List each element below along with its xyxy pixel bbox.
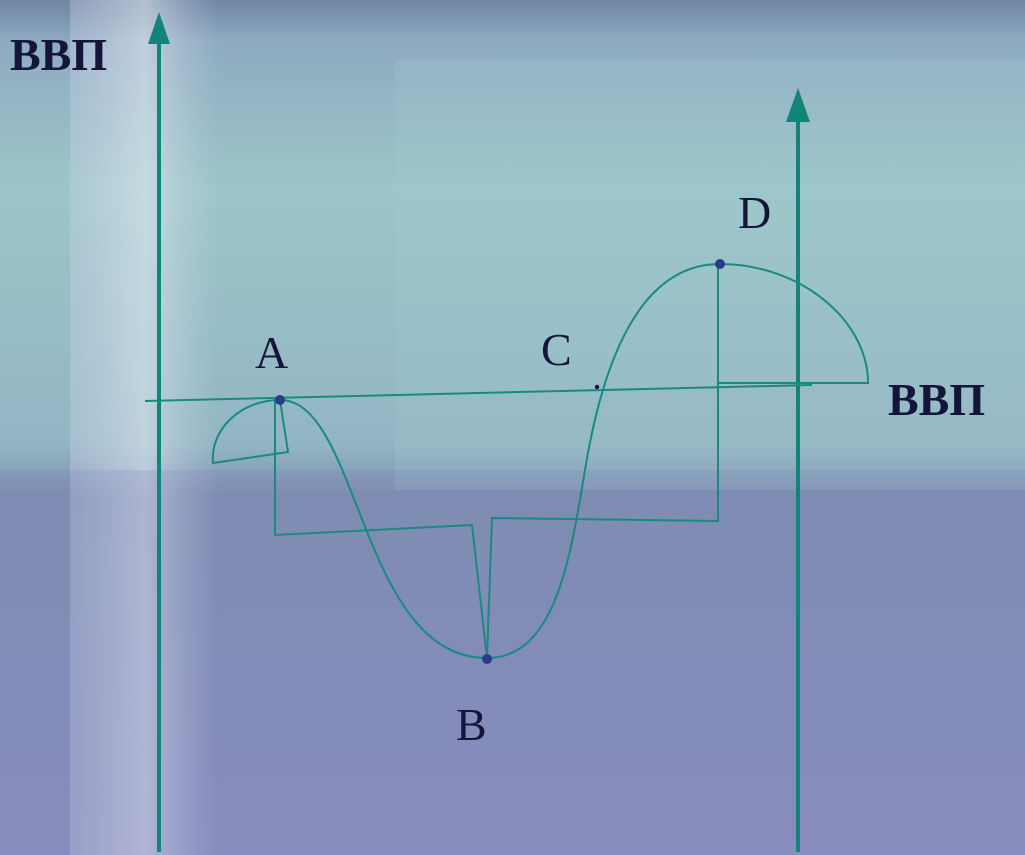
right-arc — [717, 263, 870, 384]
point-d-label: D — [738, 187, 771, 238]
point-a-label: A — [255, 327, 288, 378]
arrowhead-icon — [786, 88, 810, 122]
point-c-label: C — [541, 324, 572, 375]
point-c-marker — [594, 384, 600, 390]
phase-polyline — [274, 383, 719, 659]
cycle-curve — [279, 263, 721, 660]
point-b-marker — [482, 654, 492, 664]
point-d-marker — [715, 259, 725, 269]
y-axis-right — [786, 88, 810, 852]
arrowhead-icon — [148, 12, 170, 44]
y-axis-left — [148, 12, 170, 852]
x-axis-label: ВВП — [888, 374, 985, 425]
trend-line — [144, 384, 813, 402]
point-b-label: B — [456, 699, 487, 750]
y-axis-label: ВВП — [10, 29, 107, 80]
point-a-marker — [275, 395, 285, 405]
left-arc — [211, 399, 290, 465]
